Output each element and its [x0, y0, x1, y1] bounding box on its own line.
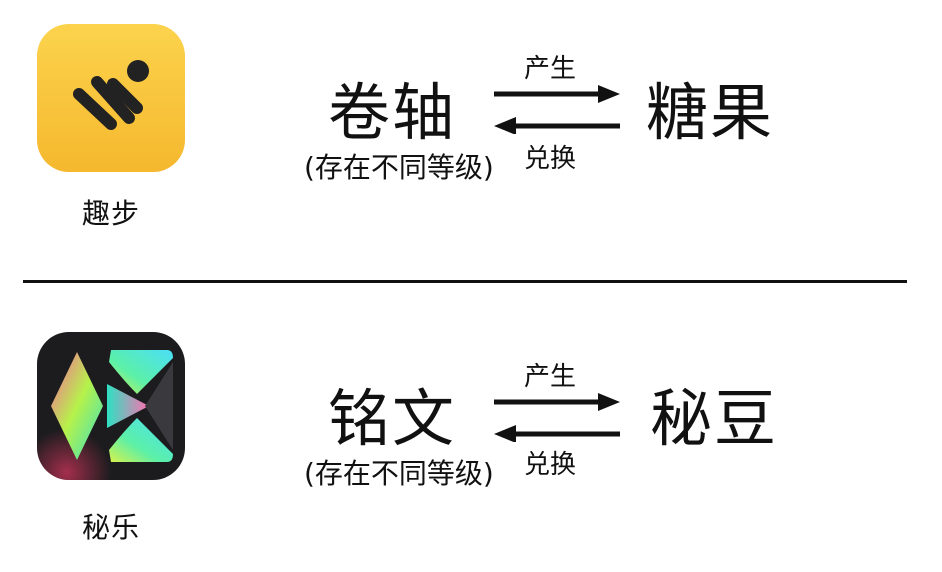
- backward-arrow-label: 兑换: [524, 144, 577, 174]
- left-item-inscription: 铭文: [328, 382, 457, 455]
- left-item-scroll: 卷轴: [328, 76, 457, 149]
- left-item-note: (存在不同等级): [304, 151, 494, 184]
- forward-arrow-label: 产生: [524, 362, 577, 392]
- running-figure-icon: [37, 24, 185, 172]
- forward-arrow-label: 产生: [524, 54, 577, 84]
- exchange-arrows-icon: [494, 85, 620, 134]
- left-item-note: (存在不同等级): [304, 457, 494, 490]
- backward-arrow-label: 兑换: [524, 450, 577, 480]
- right-item-candy: 糖果: [646, 76, 775, 149]
- section-divider: [23, 280, 907, 283]
- exchange-arrows-icon: [494, 393, 620, 442]
- gradient-cube-icon: [37, 332, 185, 480]
- right-item-mibean: 秘豆: [650, 382, 779, 455]
- app-name-mile: 秘乐: [81, 511, 140, 544]
- app-name-qubu: 趣步: [81, 197, 140, 230]
